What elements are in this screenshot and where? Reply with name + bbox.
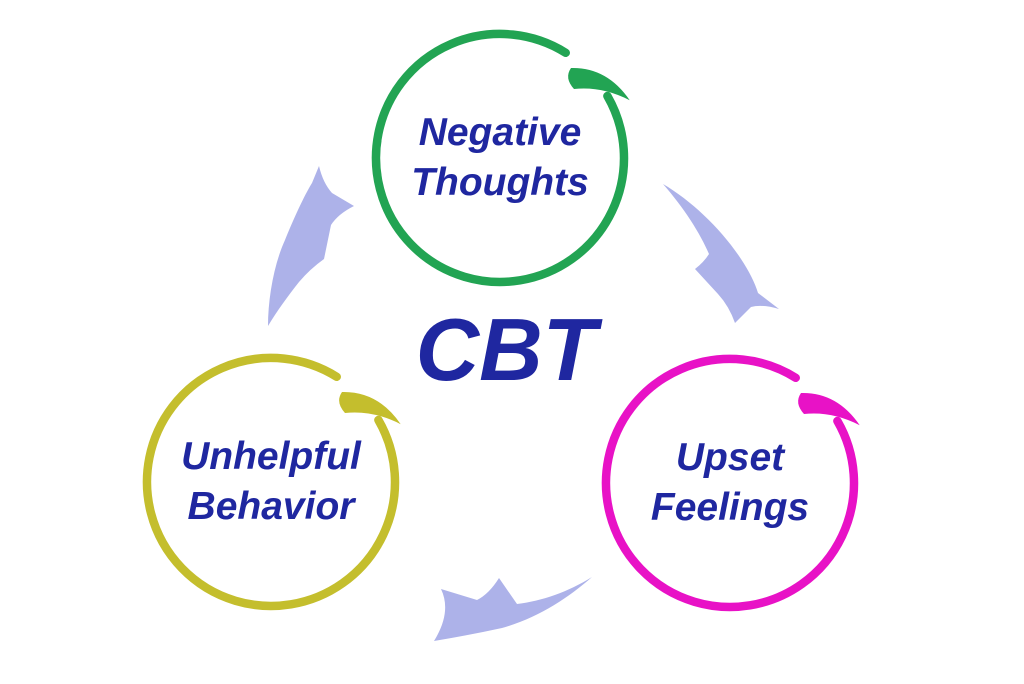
node-unhelpful-behavior: Unhelpful Behavior bbox=[126, 337, 416, 627]
arrow-feelings-to-behavior-icon bbox=[434, 577, 592, 641]
node-label-unhelpful-behavior: Unhelpful Behavior bbox=[126, 337, 416, 627]
circle-brush-flick bbox=[339, 391, 401, 425]
hand-drawn-circle-magenta-icon bbox=[601, 354, 860, 612]
arrow-behavior-to-thoughts-icon bbox=[268, 166, 354, 326]
node-upset-feelings: Upset Feelings bbox=[585, 338, 875, 628]
circle-brush-flick bbox=[568, 67, 630, 101]
circle-ring bbox=[601, 354, 859, 612]
hand-drawn-circle-green-icon bbox=[371, 29, 630, 287]
node-label-negative-thoughts: Negative Thoughts bbox=[355, 13, 645, 303]
node-label-line2: Feelings bbox=[650, 486, 810, 529]
hand-drawn-circle-yellow-icon bbox=[142, 353, 401, 611]
circle-ring bbox=[371, 29, 629, 287]
circle-brush-flick bbox=[798, 392, 860, 426]
node-label-line2: Behavior bbox=[187, 485, 355, 528]
diagram-title: CBT bbox=[415, 299, 597, 399]
node-label-upset-feelings: Upset Feelings bbox=[585, 338, 875, 628]
arrow-thoughts-to-feelings-icon bbox=[663, 184, 779, 323]
node-label-line1: Negative bbox=[418, 111, 582, 154]
circle-ring bbox=[142, 353, 400, 611]
node-negative-thoughts: Negative Thoughts bbox=[355, 13, 645, 303]
node-label-line2: Thoughts bbox=[411, 161, 589, 204]
node-label-line1: Unhelpful bbox=[181, 435, 361, 478]
node-label-line1: Upset bbox=[675, 436, 785, 479]
